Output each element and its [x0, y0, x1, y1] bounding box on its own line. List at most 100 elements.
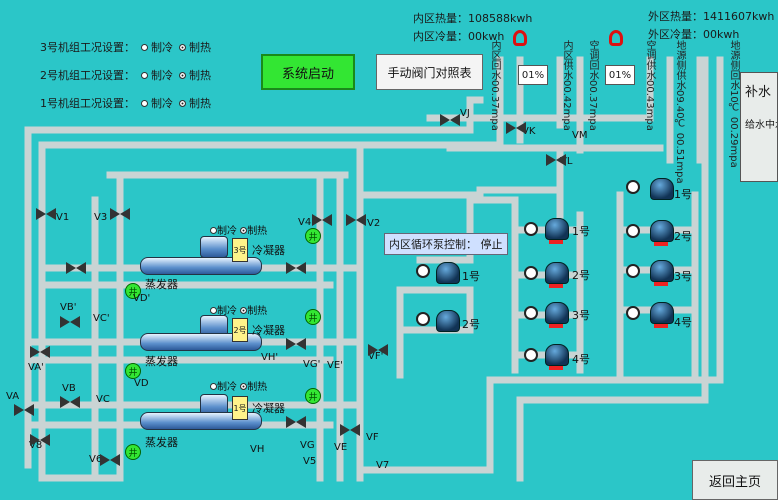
valve-v4-label[interactable]: V4 [298, 217, 312, 228]
valve-vm-label[interactable]: VM [572, 130, 588, 141]
pump-icon[interactable] [650, 260, 674, 282]
pump-icon[interactable] [650, 178, 674, 200]
valve-vf-prime-label[interactable]: VF' [368, 351, 384, 362]
radio-heat-unit2[interactable]: 制热 [179, 67, 211, 83]
pump-motor-icon [626, 306, 640, 320]
pump-status-indicator [549, 284, 563, 288]
radio-heat-unit1[interactable]: 制热 [179, 95, 211, 111]
pump-icon[interactable] [436, 310, 460, 332]
valve-v8-label[interactable]: V8 [29, 440, 43, 451]
valve-v7-label[interactable]: V7 [376, 460, 390, 471]
ac-return-pressure: 空调回水00.37mpa [587, 40, 598, 131]
pump-motor-icon [524, 266, 538, 280]
water-supply-title: 补水 [745, 85, 772, 100]
pump-icon[interactable] [545, 344, 569, 366]
valve-vc-label[interactable]: VC [96, 394, 110, 405]
pump-icon[interactable] [545, 302, 569, 324]
valve-icon [30, 346, 50, 358]
back-home-button[interactable]: 返回主页 [692, 460, 778, 500]
radio-dot[interactable] [210, 227, 217, 234]
system-start-button[interactable]: 系统启动 [261, 54, 355, 90]
pump-motor-icon [416, 264, 430, 278]
pump-motor-icon [524, 222, 538, 236]
motorized-valve-icon[interactable] [513, 30, 527, 46]
outer-cool: 外区冷量：00kwh [648, 26, 739, 42]
manual-valve-table-button[interactable]: 手动阀门对照表 [376, 54, 483, 90]
valve-vb-label[interactable]: VB [62, 383, 76, 394]
valve-vh-label[interactable]: VH [250, 444, 265, 455]
inner-supply-pressure: 内区供水00.42mpa [561, 40, 572, 131]
mode-label: 3号机组工况设置： [40, 41, 135, 54]
valve-v5-label[interactable]: V5 [303, 456, 317, 467]
right-pump-4-label: 4号 [674, 316, 692, 329]
unit3-condenser-label: 冷凝器 [252, 244, 285, 257]
unit1-evaporator-label: 蒸发器 [145, 436, 178, 449]
unit3-evaporator-label: 蒸发器 [145, 278, 178, 291]
unit2-mode: 制冷 制热 [210, 302, 267, 317]
valve-vl-label[interactable]: VL [560, 156, 573, 167]
inner-heat-label: 内区热量： [413, 12, 468, 25]
motorized-valve-icon[interactable] [609, 30, 623, 46]
radio-dot[interactable] [240, 383, 248, 390]
valve-icon [506, 122, 526, 134]
radio-label: 制热 [189, 97, 211, 110]
unit1-tag: 1号 [232, 396, 248, 420]
valve-icon [286, 338, 306, 350]
valve-vh-prime-label[interactable]: VH' [261, 352, 279, 363]
valve-ve-prime-label[interactable]: VE' [327, 360, 343, 371]
inner-heat-value: 108588kwh [468, 12, 533, 25]
pump-motor-icon [626, 224, 640, 238]
pump-icon[interactable] [436, 262, 460, 284]
radio-dot[interactable] [240, 307, 248, 314]
valve-vf-label[interactable]: VF [366, 432, 379, 443]
valve-vg-prime-label[interactable]: VG' [303, 359, 321, 370]
radio-heat-unit3[interactable]: 制热 [179, 39, 211, 55]
valve-v3-label[interactable]: V3 [94, 212, 108, 223]
radio-dot [179, 43, 186, 51]
valve-vd-prime-label[interactable]: VD' [133, 293, 151, 304]
pump-icon[interactable] [545, 218, 569, 240]
radio-label: 制冷 [151, 69, 173, 82]
valve-vj-label[interactable]: VJ [460, 108, 470, 119]
valve-icon [286, 262, 306, 274]
outer-heat: 外区热量：1411607kwh [648, 8, 774, 24]
radio-dot[interactable] [240, 227, 248, 234]
radio-dot[interactable] [210, 383, 217, 390]
inner-pump-2-label: 2号 [462, 318, 480, 331]
pump-icon[interactable] [545, 262, 569, 284]
right-pump-1-label: 1号 [674, 188, 692, 201]
valve-icon [110, 208, 130, 220]
valve-v2-label[interactable]: V2 [367, 218, 381, 229]
pump-icon[interactable] [650, 302, 674, 324]
radio-cool-unit1[interactable]: 制冷 [141, 95, 173, 111]
pump-control-status[interactable]: 内区循环泵控制： 停止 [384, 233, 508, 255]
valve-icon [30, 434, 50, 446]
valve-vb-prime-label[interactable]: VB' [60, 302, 77, 313]
unit3-vessel [140, 257, 262, 275]
pump-motor-icon [524, 306, 538, 320]
radio-dot[interactable] [210, 307, 217, 314]
valve-ve-label[interactable]: VE [334, 442, 348, 453]
valve-vk-label[interactable]: VK [522, 126, 536, 137]
ground-supply-reading: 地源侧供水09.40℃ 00.51mpa [674, 40, 685, 184]
valve-va-prime-label[interactable]: VA' [28, 362, 44, 373]
valve-icon [286, 416, 306, 428]
valve-icon [100, 454, 120, 466]
radio-cool-unit3[interactable]: 制冷 [141, 39, 173, 55]
radio-label: 制冷 [151, 41, 173, 54]
valve-v6-label[interactable]: V6 [89, 454, 103, 465]
radio-dot [141, 99, 148, 107]
valve-vd-label[interactable]: VD [134, 378, 149, 389]
valve-vg-label[interactable]: VG [300, 440, 315, 451]
mode-label: 2号机组工况设置： [40, 69, 135, 82]
valve-v1-label[interactable]: V1 [56, 212, 70, 223]
pump-icon[interactable] [650, 220, 674, 242]
radio-cool-unit2[interactable]: 制冷 [141, 67, 173, 83]
status-indicator-icon: 井 [305, 309, 321, 325]
valve-icon [66, 262, 86, 274]
valve-vc-prime-label[interactable]: VC' [93, 313, 110, 324]
cool-label: 制冷 [217, 382, 237, 393]
valve-va-label[interactable]: VA [6, 391, 20, 402]
status-indicator-icon: 井 [305, 228, 321, 244]
